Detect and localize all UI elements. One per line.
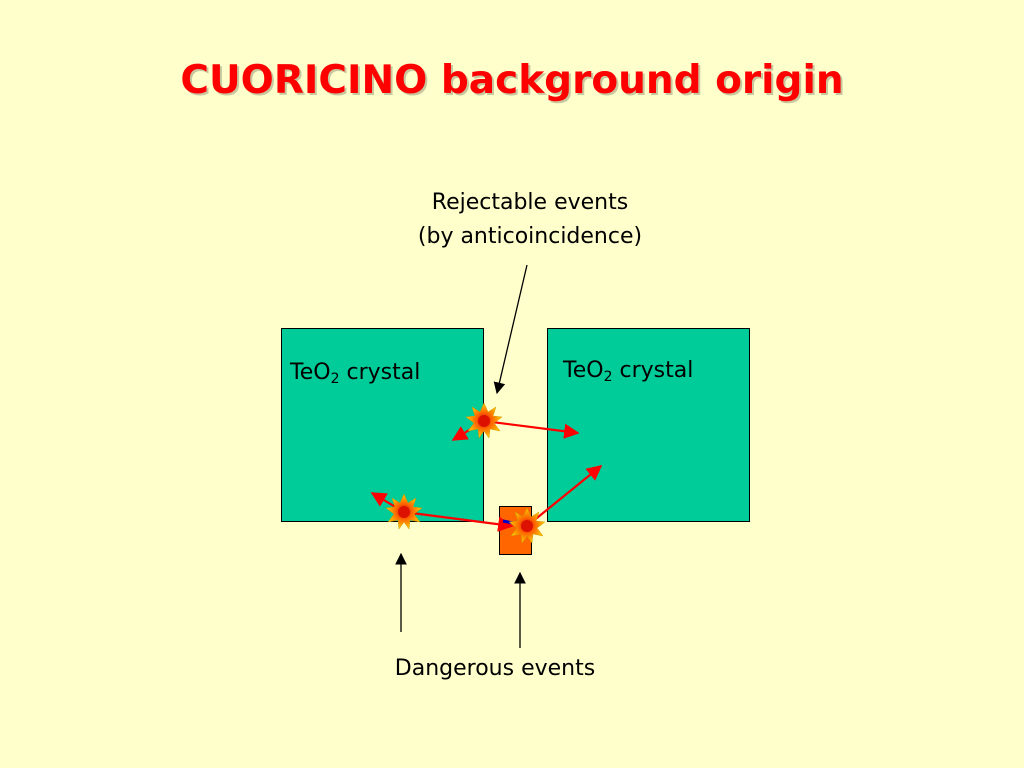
crystal-right-formula: TeO xyxy=(563,358,604,383)
crystal-left-formula: TeO xyxy=(290,360,331,385)
rejectable-line1: Rejectable events xyxy=(431,190,629,215)
crystal-left-subscript: 2 xyxy=(330,371,340,387)
track-upper-right xyxy=(483,419,580,439)
crystal-right-word: crystal xyxy=(619,358,694,383)
crystal-right xyxy=(547,328,750,522)
burst-icon xyxy=(465,402,503,439)
track-source xyxy=(526,465,603,527)
burst-icon xyxy=(385,493,423,530)
rejectable-pointer-arrow xyxy=(493,264,528,395)
dangerous-label: Dangerous events xyxy=(394,656,596,681)
burst-icon xyxy=(508,507,546,544)
rejectable-line2: (by anticoincidence) xyxy=(417,224,643,249)
crystal-right-label: TeO2 crystal xyxy=(563,358,693,385)
rejectable-label: Rejectable events (by anticoincidence) xyxy=(370,186,690,254)
crystal-right-subscript: 2 xyxy=(603,369,613,385)
slide-title: CUORICINO background origin xyxy=(180,58,844,103)
crystal-left-label: TeO2 crystal xyxy=(290,360,420,387)
track-lower-left-right xyxy=(403,510,514,532)
crystal-left-word: crystal xyxy=(346,360,421,385)
